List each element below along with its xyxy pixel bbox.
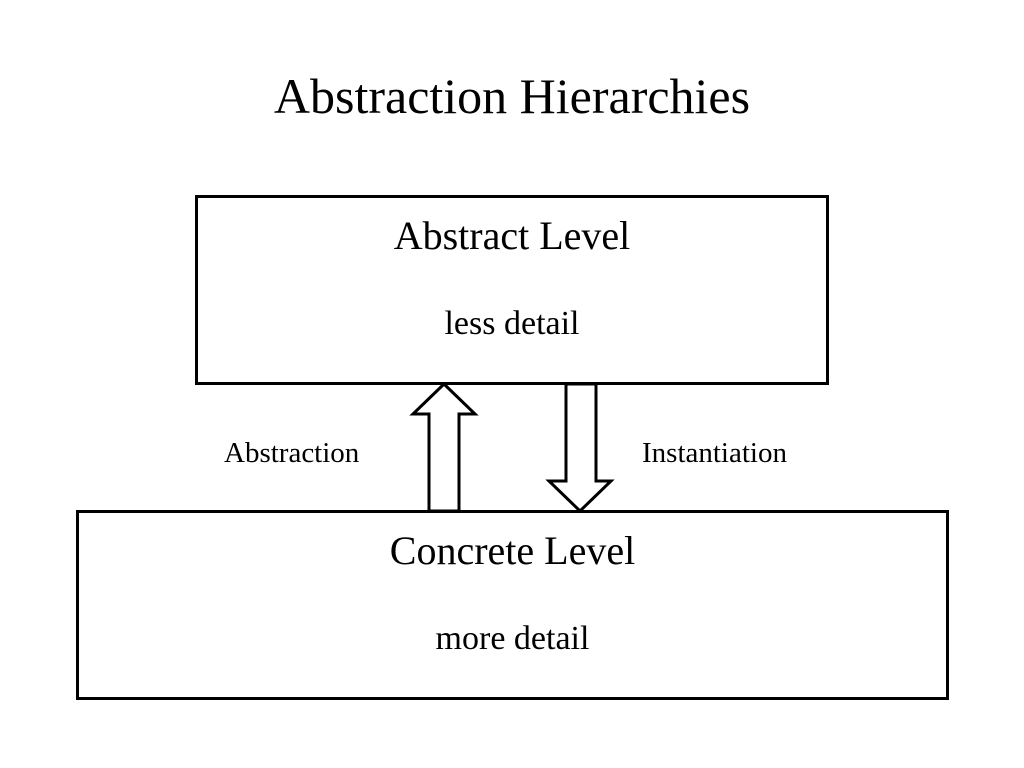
slide-title: Abstraction Hierarchies (273, 68, 751, 124)
instantiation-label: Instantiation (642, 437, 787, 469)
abstract-level-box: Abstract Level less detail (195, 195, 829, 385)
abstract-level-detail: less detail (444, 305, 580, 342)
abstract-level-heading: Abstract Level (393, 213, 631, 258)
concrete-level-box: Concrete Level more detail (76, 510, 949, 700)
concrete-level-heading: Concrete Level (389, 528, 636, 573)
instantiation-arrow-down-icon (545, 382, 615, 514)
abstraction-arrow-up-icon (409, 381, 479, 513)
concrete-level-detail: more detail (435, 620, 590, 657)
abstraction-label: Abstraction (224, 437, 360, 469)
